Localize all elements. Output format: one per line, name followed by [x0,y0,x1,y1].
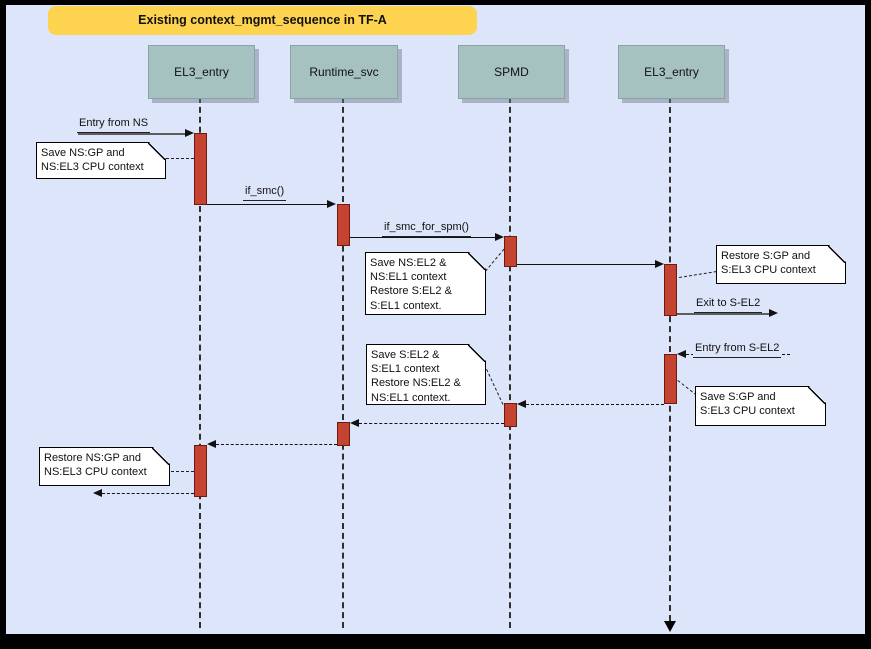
note-text: Save NS:GP and NS:EL3 CPU context [41,147,144,174]
return-line-el3-left-to-ns [102,493,194,494]
actor-label: SPMD [494,65,529,79]
message-line-exit-to-sel2 [677,313,770,315]
return-line-spmd-to-runtime [359,423,504,424]
actor-label: EL3_entry [174,65,229,79]
note-connector [166,158,194,159]
return-line-el3-right-to-spmd [526,404,664,405]
activation-el3-right-1 [664,264,677,316]
note-connector [485,248,505,272]
note-save-ns-gp-context: Save NS:GP and NS:EL3 CPU context [36,142,166,179]
note-restore-ns-gp-context: Restore NS:GP and NS:EL3 CPU context [39,447,170,486]
activation-spmd-2 [504,403,517,427]
message-line-if-smc-for-spm [350,237,496,238]
note-save-s-gp-context: Save S:GP and S:EL3 CPU context [695,386,826,426]
arrowhead-icon [677,350,686,358]
note-text: Save NS:EL2 & NS:EL1 context Restore S:E… [370,257,452,312]
message-line-if-smc [207,204,328,205]
frame-border-top [0,0,871,5]
note-text: Restore NS:GP and NS:EL3 CPU context [44,452,147,479]
activation-el3-left-2 [194,445,207,497]
frame-border-bottom [0,634,871,649]
note-text: Restore S:GP and S:EL3 CPU context [721,250,816,277]
note-save-s-el2-restore-ns-el2: Save S:EL2 & S:EL1 context Restore NS:EL… [366,344,486,405]
message-line-entry-from-ns [78,133,188,135]
activation-runtime-svc-1 [337,204,350,246]
activation-el3-right-2 [664,354,677,404]
fold-corner-icon [828,246,845,263]
arrowhead-icon [655,260,664,268]
message-label-if-smc: if_smc() [243,185,287,201]
note-text: Save S:GP and S:EL3 CPU context [700,391,795,418]
fold-corner-icon [468,345,485,362]
fold-corner-icon [152,448,169,465]
note-connector [171,471,194,472]
message-label-if-smc-for-spm: if_smc_for_spm() [382,221,471,237]
message-line-spmd-to-el3 [517,264,657,265]
arrowhead-icon [327,200,336,208]
lifeline-spmd [509,97,511,628]
activation-el3-left-1 [194,133,207,205]
activation-spmd-1 [504,236,517,267]
fold-corner-icon [468,253,485,270]
arrowhead-icon [185,129,194,137]
arrowhead-icon [769,309,778,317]
frame-border-right [865,0,871,649]
arrowhead-icon [517,400,526,408]
arrowhead-icon [93,489,102,497]
actor-label: EL3_entry [644,65,699,79]
fold-corner-icon [808,387,825,404]
diagram-title: Existing context_mgmt_sequence in TF-A [48,6,477,35]
arrowhead-icon [350,419,359,427]
lifeline-runtime-svc [342,97,344,628]
actor-box-runtime-svc: Runtime_svc [290,45,398,99]
message-label-exit-to-sel2: Exit to S-EL2 [694,297,763,313]
note-connector [677,380,697,396]
note-text: Save S:EL2 & S:EL1 context Restore NS:EL… [371,349,461,404]
actor-box-spmd: SPMD [458,45,565,99]
note-restore-s-gp-context: Restore S:GP and S:EL3 CPU context [716,245,846,284]
note-connector [486,369,504,405]
actor-box-el3-entry-right: EL3_entry [618,45,725,99]
note-save-ns-el2-restore-s-el2: Save NS:EL2 & NS:EL1 context Restore S:E… [365,252,486,315]
lifeline-el3-entry-left [199,97,201,628]
arrowhead-icon [495,233,504,241]
activation-runtime-svc-2 [337,422,350,446]
return-line-runtime-to-el3-left [216,444,337,445]
actor-box-el3-entry-left: EL3_entry [148,45,255,99]
lifeline-end-arrowhead-icon [664,621,676,632]
fold-corner-icon [148,143,165,160]
note-connector [679,271,717,278]
message-label-entry-from-sel2: Entry from S-EL2 [693,342,782,358]
arrowhead-icon [207,440,216,448]
actor-label: Runtime_svc [309,65,379,79]
frame-border-left [0,0,6,649]
message-label-entry-from-ns: Entry from NS [77,117,151,133]
